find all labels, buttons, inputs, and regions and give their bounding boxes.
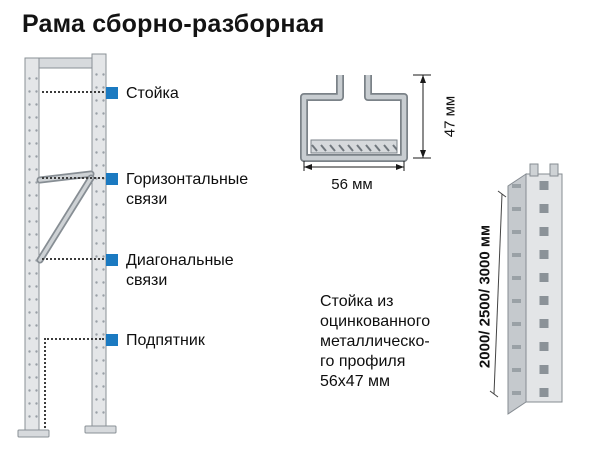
leader-footplate bbox=[44, 338, 104, 340]
callout-horizontal-ties: Горизонтальные связи bbox=[106, 170, 268, 210]
callout-label: Подпятник bbox=[126, 332, 205, 349]
leader-footplate-vertical bbox=[44, 338, 46, 428]
leader-horizontal-ties bbox=[42, 177, 104, 179]
upright-column-illustration bbox=[468, 162, 598, 425]
bullet-square-icon bbox=[106, 334, 118, 346]
leader-diagonal-ties bbox=[42, 258, 104, 260]
bullet-square-icon bbox=[106, 87, 118, 99]
callout-label: Горизонтальные связи bbox=[126, 171, 249, 208]
height-dimension-label: 47 мм bbox=[441, 95, 459, 138]
callout-upright: Стойка bbox=[106, 84, 268, 104]
cross-section-drawing bbox=[300, 74, 431, 171]
frame-drawing bbox=[17, 53, 117, 438]
upright-column-drawing bbox=[489, 163, 563, 415]
width-dimension-label: 56 мм bbox=[331, 176, 373, 193]
column-height-label: 2000/ 2500/ 3000 мм bbox=[476, 224, 494, 369]
profile-description: Стойка из оцинкованного металлическо- го… bbox=[320, 293, 431, 390]
bullet-square-icon bbox=[106, 173, 118, 185]
bullet-square-icon bbox=[106, 254, 118, 266]
leader-upright bbox=[42, 91, 104, 93]
callout-label: Стойка bbox=[126, 85, 179, 102]
page-title: Рама сборно-разборная bbox=[22, 10, 325, 38]
frame-illustration bbox=[13, 52, 118, 449]
callout-footplate: Подпятник bbox=[106, 331, 268, 351]
cross-section-illustration bbox=[292, 70, 442, 177]
callout-diagonal-ties: Диагональные связи bbox=[106, 251, 268, 291]
callout-label: Диагональные связи bbox=[126, 252, 234, 289]
